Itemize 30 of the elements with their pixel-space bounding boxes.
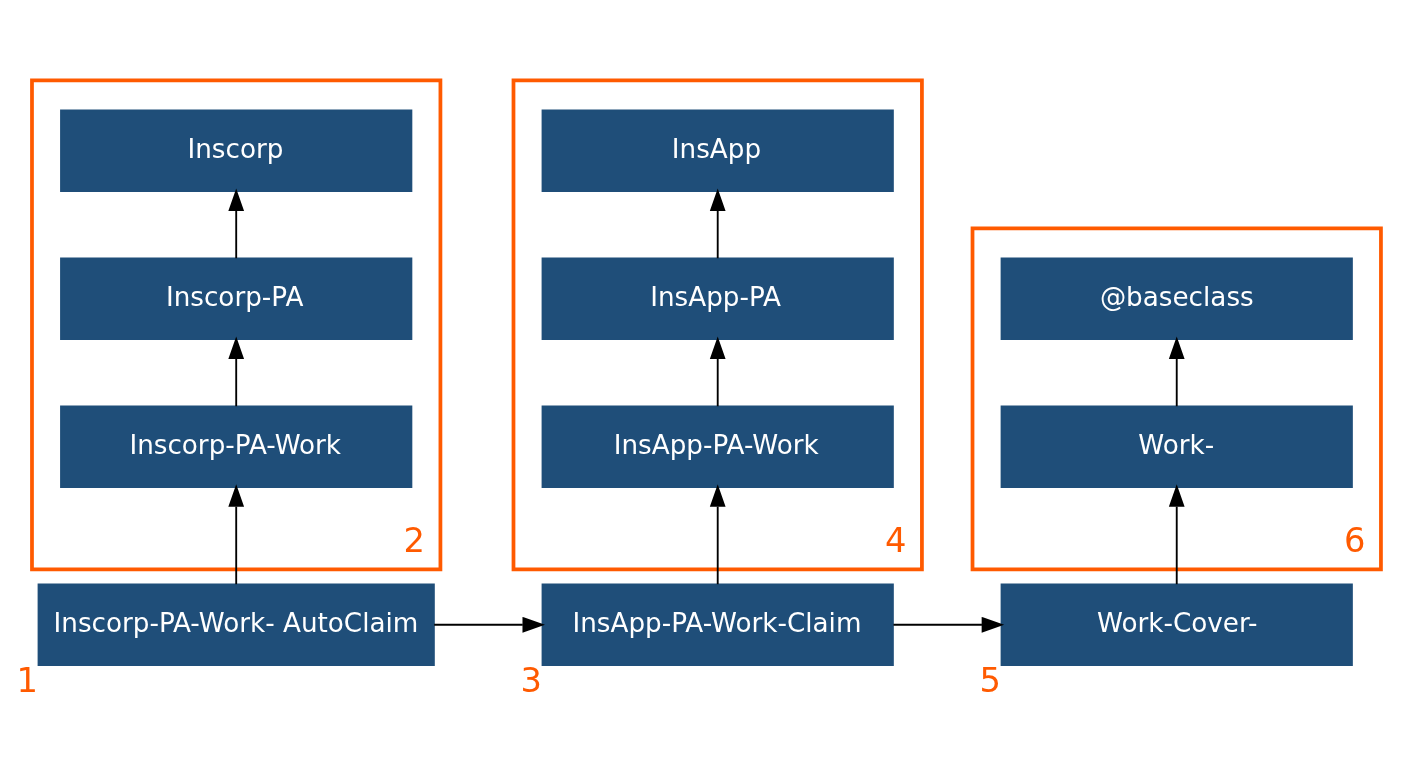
node-label: 3	[520, 661, 543, 701]
arrow	[1168, 484, 1185, 586]
cluster	[30, 78, 443, 572]
arrow	[228, 484, 245, 586]
node-box: InsApp	[541, 109, 894, 192]
arrow	[433, 616, 545, 633]
node-box: Inscorp-PA	[60, 257, 413, 340]
arrow	[1168, 336, 1185, 408]
arrow	[709, 336, 726, 408]
arrow	[892, 616, 1005, 633]
node-box: Work-Cover-	[1000, 583, 1353, 666]
node-label: 6	[1343, 520, 1366, 560]
node-label: 4	[884, 520, 907, 560]
arrow	[709, 188, 726, 260]
node-label: 5	[979, 661, 1002, 701]
arrow	[228, 336, 245, 408]
arrow	[228, 188, 245, 260]
node-box: Inscorp-PA-Work- AutoClaim	[37, 583, 435, 666]
cluster	[511, 78, 924, 572]
node-box: InsApp-PA	[541, 257, 894, 340]
cluster	[970, 226, 1383, 572]
node-box: Inscorp-PA-Work	[60, 405, 413, 488]
node-label: 2	[403, 520, 425, 560]
node-label: 1	[16, 661, 39, 701]
node-box: Work-	[1000, 405, 1353, 488]
node-box: InsApp-PA-Work-Claim	[541, 583, 894, 666]
arrow	[709, 484, 726, 586]
node-box: Inscorp	[60, 109, 413, 192]
node-box: InsApp-PA-Work	[541, 405, 894, 488]
node-box: @baseclass	[1000, 257, 1353, 340]
